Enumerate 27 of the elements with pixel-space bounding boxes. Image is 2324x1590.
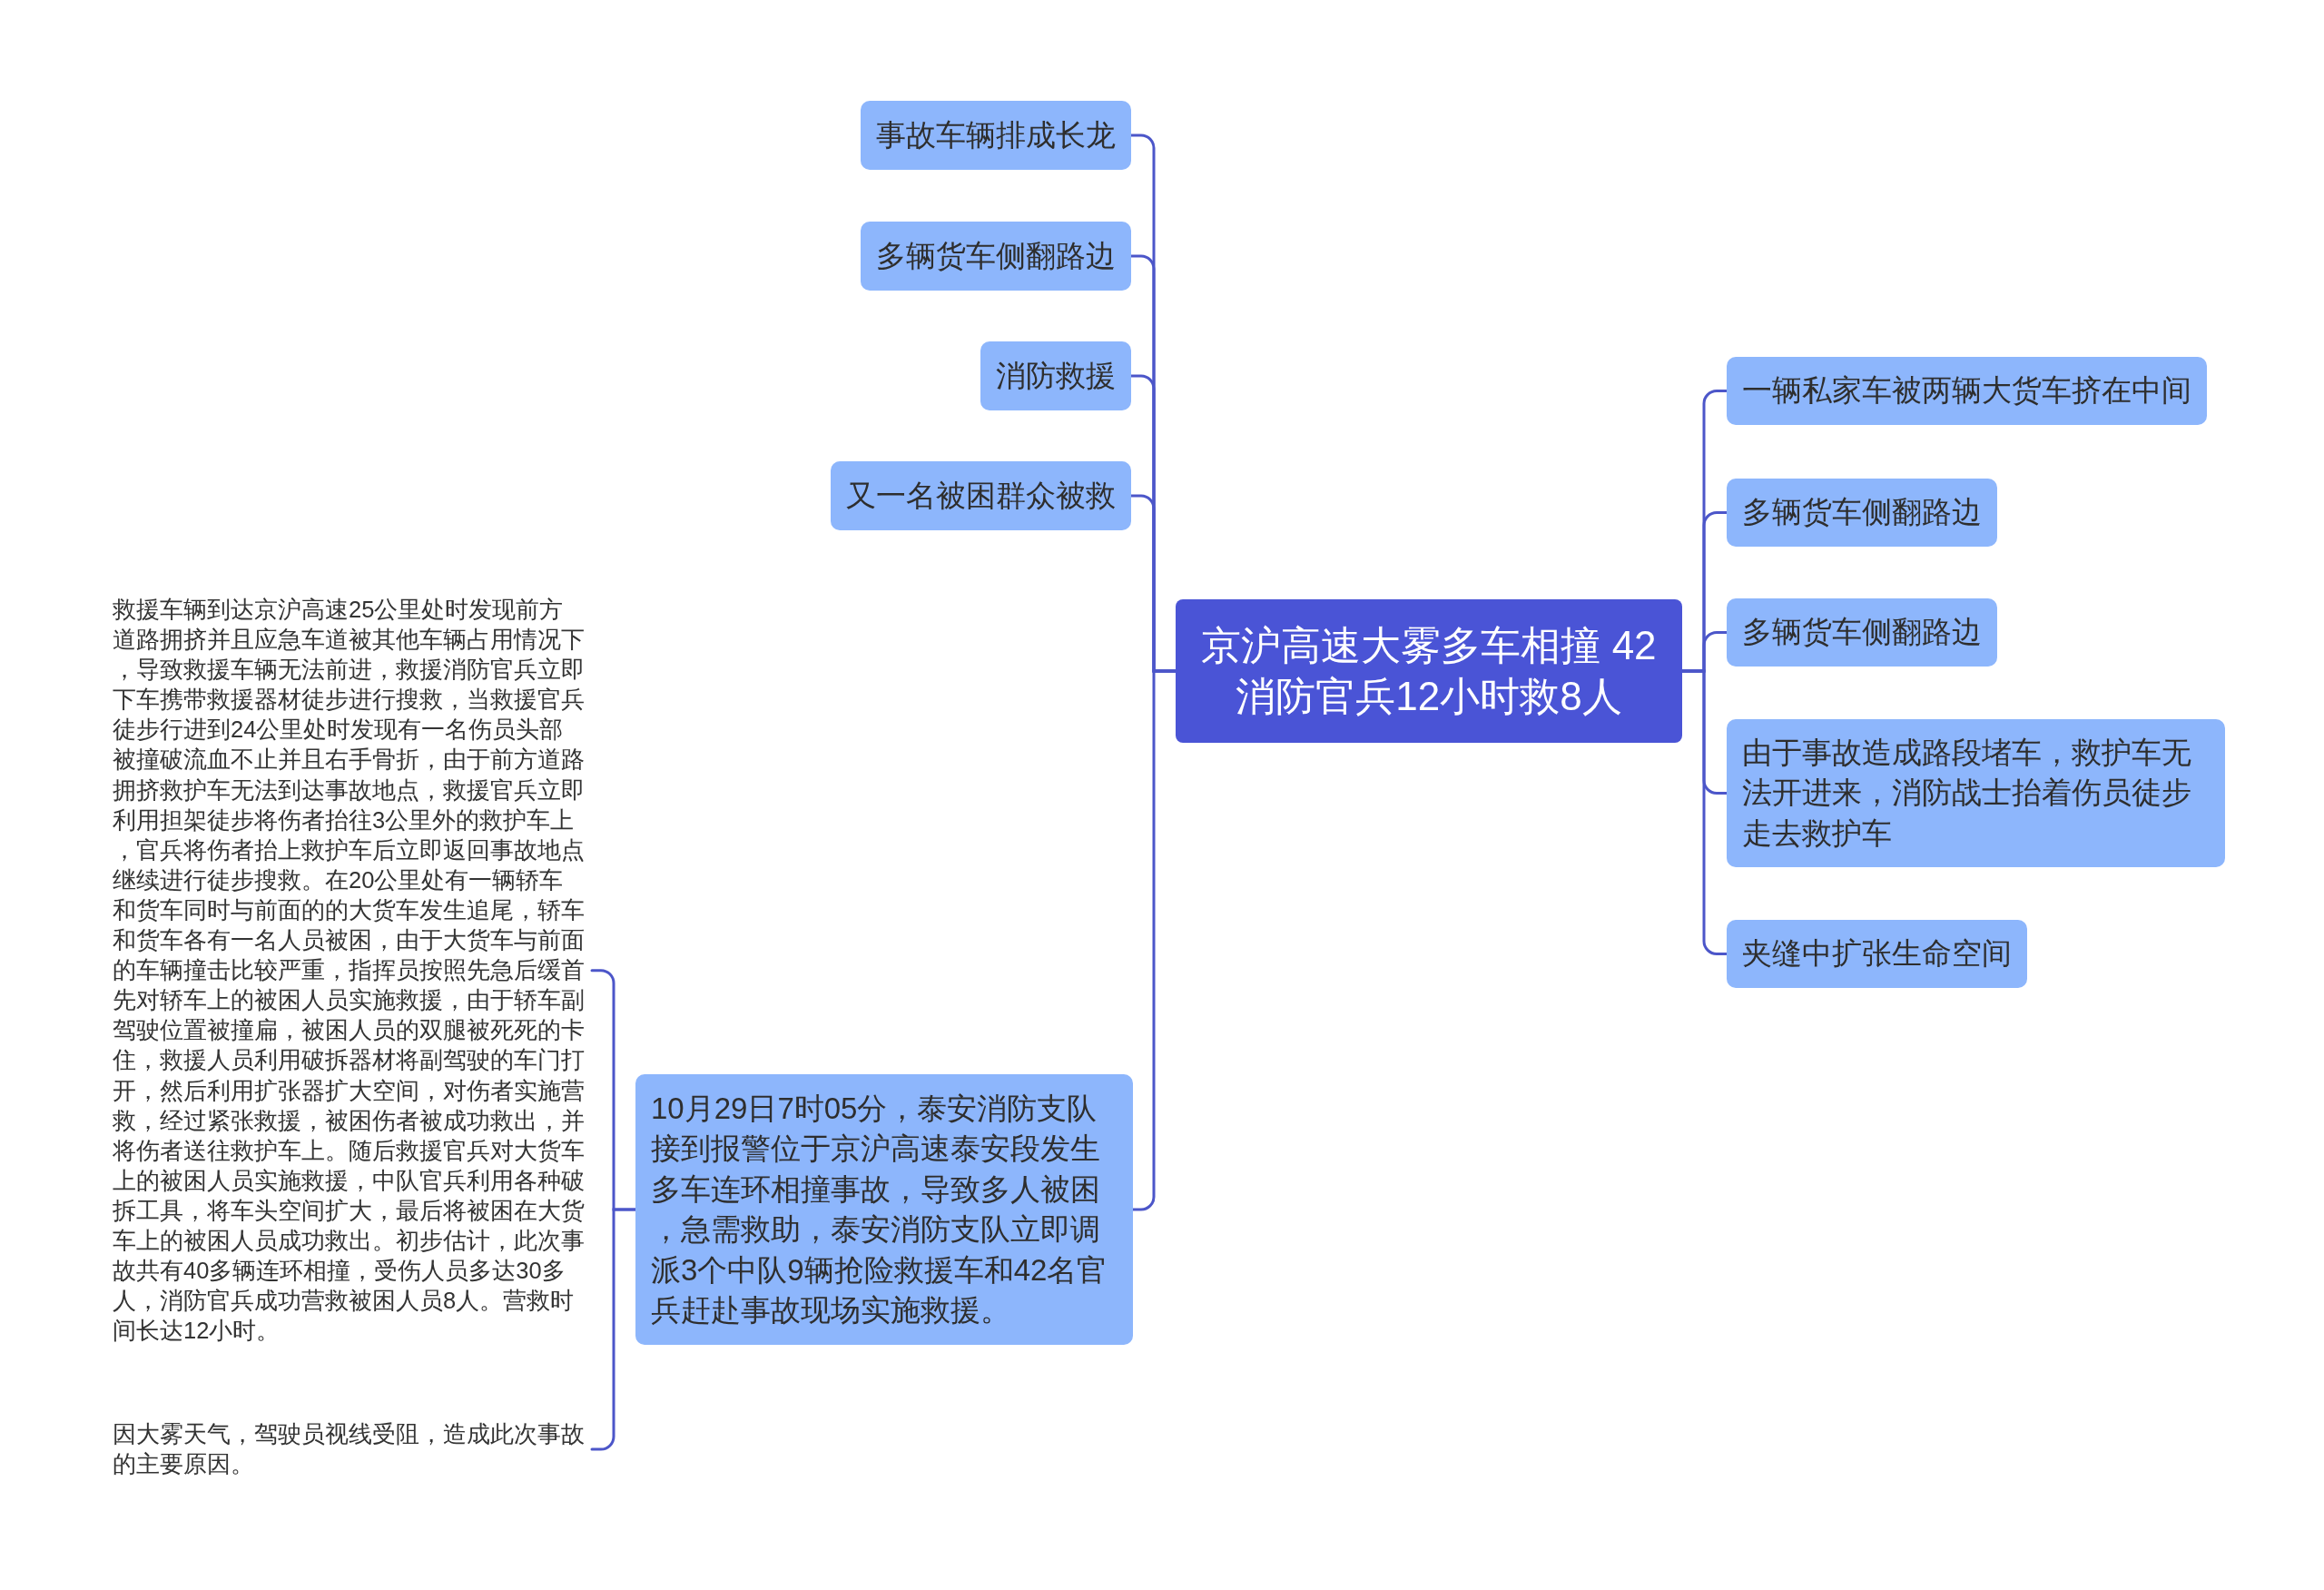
- topic-box: [1727, 357, 2207, 425]
- topic-box: [861, 101, 1131, 170]
- topic-box: [1727, 920, 2027, 988]
- topic-text: 10月29日7时05分，泰安消防支队接到报警位于京沪高速泰安段发生多车连环相撞事故，导致多人被困，急需救助，泰安消防支队立即调派3个中队9辆抢险救援车和42名官兵赶赴事故现场实施救援。: [651, 1090, 1108, 1328]
- topic-text: 消防救援: [996, 357, 1116, 394]
- note-text: 救援车辆到达京沪高速25公里处时发现前方道路拥挤并且应急车道被其他车辆占用情况下，导致救援车辆无法前进，救援消防官兵立即下车携带救援器材徒步进行搜救，当救援官兵徒步行进到24公里处时发现有一名伤员头部被撞破流血不止并且右手骨折，由于前方道路拥挤救护车无法到达事故地点，救援官兵立即利用担架徒步将伤者抬往3公里外的救护车上，官兵将伤者抬上救护车后立即返回事故地点继续进行徒步搜救。在20公里处有一辆轿车和货车同时与前面的的大货车发生追尾，轿车和货车各有一名人员被困，由于大货车与前面的车辆撞击比较严重，指挥员按照先急后缓首先对轿车上的被困人员实施救援，由于轿车副驾驶位置被撞扁，被困人员的双腿被死死的卡住，救援人员利用破拆器材将副驾驶的车门打开，然后利用扩张器扩大空间，对伤者实施营救，经过紧张救援，被困伤者被成功救出，并将伤者送往救护车上。随后救援官兵对大货车上的被困人员实施救援，中队官兵利用各种破拆工具，将车头空间扩大，最后将被困在大货车上的被困人员成功救出。初步估计，此次事故共有40多辆连环相撞，受伤人员多达30多人，消防官兵成功营救被困人员8人。营救时间长达12小时。: [113, 596, 586, 1346]
- topic-text: 事故车辆排成长龙: [876, 116, 1116, 153]
- topic-box: [831, 461, 1131, 530]
- topic-text: 多辆货车侧翻路边: [1742, 614, 1982, 651]
- central-topic-box: [1176, 599, 1682, 743]
- topic-text: 多辆货车侧翻路边: [1742, 494, 1982, 531]
- connector-line: [1680, 669, 1728, 955]
- topic-box: [1727, 598, 1997, 667]
- topic-box: [1727, 719, 2225, 867]
- connector-line: [590, 1208, 637, 1451]
- topic-box: [1727, 479, 1997, 547]
- topic-box: [980, 341, 1131, 410]
- topic-text: 多辆货车侧翻路边: [876, 237, 1116, 274]
- central-topic-text: 京沪高速大雾多车相撞 42消防官兵12小时救8人: [1200, 622, 1658, 720]
- connector-line: [1131, 669, 1177, 1211]
- topic-text: 夹缝中扩张生命空间: [1742, 935, 2012, 973]
- topic-box: [861, 222, 1131, 291]
- topic-box: [635, 1074, 1133, 1345]
- topic-text: 一辆私家车被两辆大货车挤在中间: [1742, 372, 2191, 410]
- topic-text: 由于事故造成路段堵车，救护车无法开进来，消防战士抬着伤员徒步走去救护车: [1742, 734, 2192, 852]
- note-text: 因大雾天气，驾驶员视线受阻，造成此次事故的主要原因。: [113, 1420, 586, 1479]
- topic-text: 又一名被困群众被救: [846, 477, 1116, 514]
